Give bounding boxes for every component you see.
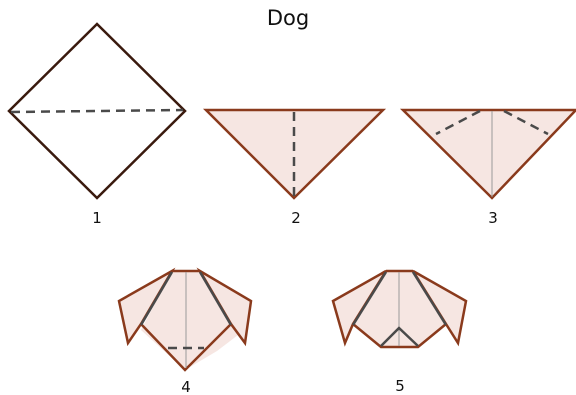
step-5-nose-fold (380, 326, 419, 347)
step-4-right-ear-fold (198, 271, 233, 326)
step-5-right-ear-fold (411, 271, 448, 326)
diagram-title: Dog (266, 6, 310, 30)
step-2-paper-triangle (202, 108, 387, 200)
step-4-head-outline (140, 323, 232, 372)
step-3: 3 (399, 108, 576, 227)
step-2-label: 2 (291, 209, 301, 227)
step-4-left-ear-fold (139, 271, 174, 326)
step-5: 5 (331, 269, 468, 395)
step-4-label: 4 (181, 378, 191, 395)
step-5-head-outline (352, 323, 447, 349)
step-3-label: 3 (488, 209, 498, 227)
step-5-label: 5 (395, 377, 405, 395)
step-1-paper-square (7, 22, 187, 200)
step-5-left-ear-fold (351, 271, 388, 326)
step-3-left-fold-line (435, 109, 481, 136)
step-1-fold-line (10, 108, 184, 114)
step-3-right-fold-line (503, 109, 549, 136)
step-1-label: 1 (92, 209, 102, 227)
step-4: 4 (117, 267, 253, 395)
step-2: 2 (202, 108, 387, 227)
step-1: 1 (7, 22, 187, 227)
step-3-paper-triangle (399, 108, 576, 200)
